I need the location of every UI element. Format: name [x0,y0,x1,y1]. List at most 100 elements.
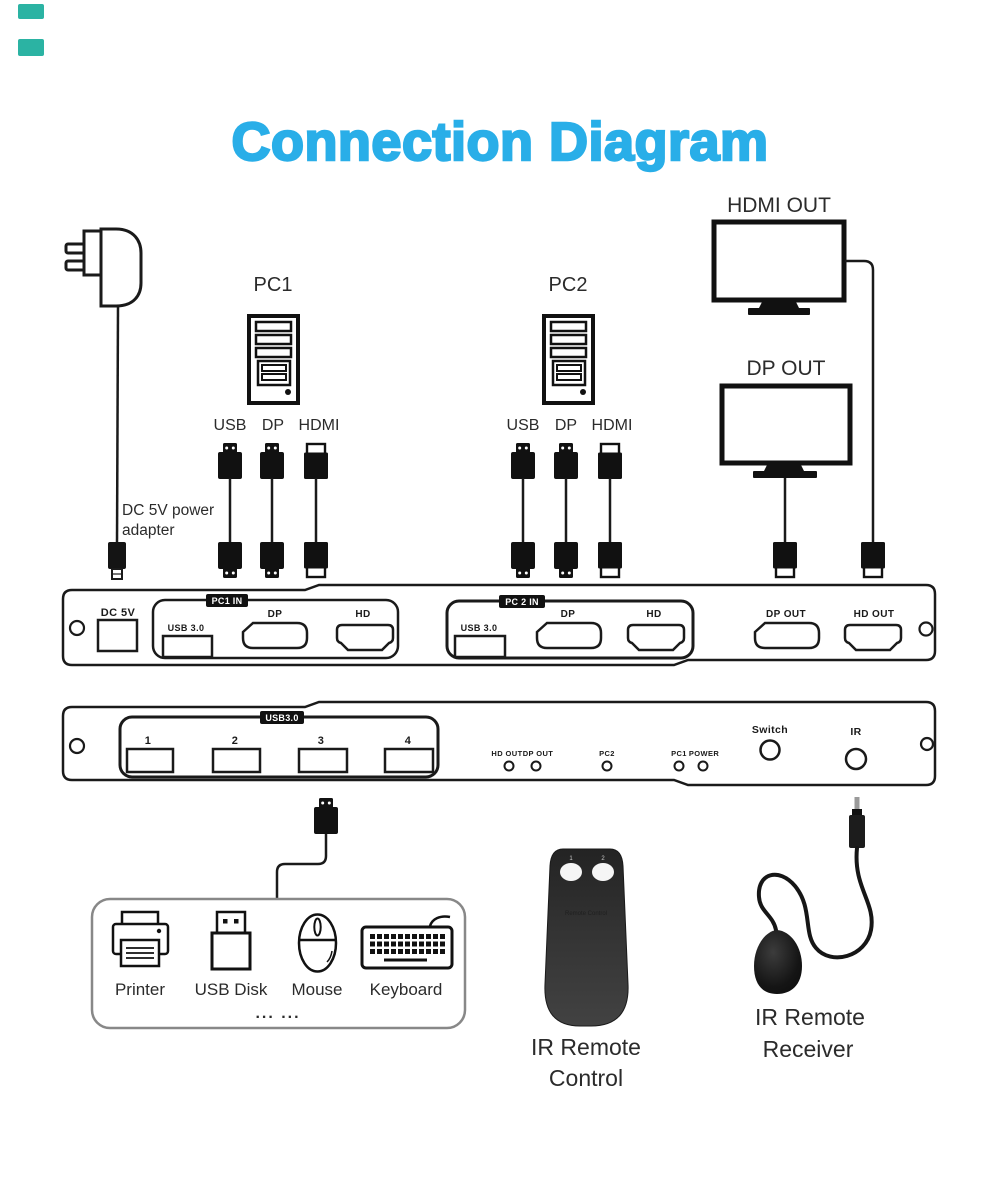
hdmi-out-label: HDMI OUT [727,194,831,217]
svg-text:Control: Control [549,1065,623,1091]
dp-out-label: DP OUT [747,357,826,380]
svg-text:HD: HD [646,609,661,620]
pc1-usb-cable-icon [218,443,242,578]
switch-label: Switch [752,724,788,736]
svg-text:HD OUT: HD OUT [491,749,522,758]
svg-text:1: 1 [569,856,573,862]
devices-usb-cable-icon [275,798,338,899]
usb-port-1 [125,747,175,774]
printer-icon [111,910,170,968]
svg-text:PC2: PC2 [599,749,615,758]
pc2-hdmi-cable-icon [598,444,622,577]
pc2-tower-icon [542,314,595,405]
keyboard-label: Keyboard [370,980,443,999]
svg-text:USB: USB [507,417,540,434]
mount-hole-icon [918,621,934,637]
pc2-dp-cable-icon [554,443,578,578]
svg-text:IR Remote: IR Remote [755,1004,865,1030]
remote-button-1 [560,863,582,881]
svg-text:DP: DP [262,417,284,434]
pc2-usb-port [453,634,507,659]
svg-text:USB: USB [214,417,247,434]
front-panel: USB3.0 1 2 3 4 HD OUT DP OUT PC2 PC1 POW… [61,700,937,787]
usb-port-2 [211,747,262,774]
svg-text:HDMI: HDMI [299,417,340,434]
svg-text:DP OUT: DP OUT [523,749,554,758]
svg-text:DP: DP [268,609,283,620]
pc1-hdmi-port [335,623,395,652]
pc1-usb-port [161,634,214,659]
svg-text:3: 3 [318,735,325,747]
pc2-hdmi-port [626,623,686,652]
usb-disk-label: USB Disk [195,980,268,999]
ir-remote-receiver-icon [754,797,874,994]
svg-text:DC 5V power: DC 5V power [122,502,214,519]
svg-text:DP: DP [561,609,576,620]
power-led-icon [697,760,709,772]
usb-port-3 [297,747,349,774]
svg-text:4: 4 [405,735,412,747]
pc2-dp-port [535,621,603,650]
pc1-in-tag: PC1 IN [212,596,243,606]
mount-hole-icon [68,737,86,755]
pc1-dp-cable-icon [260,443,284,578]
dc5v-label: DC 5V [101,607,136,619]
pc2-led-icon [601,760,613,772]
svg-text:HD: HD [355,609,370,620]
corner-marks [18,4,44,56]
ir-window-icon [844,747,868,771]
led-indicators: HD OUT DP OUT PC2 PC1 POWER [491,749,720,772]
pc1-led-icon [673,760,685,772]
hdmi-out-plug-icon [859,540,887,579]
pc1-tower-icon [247,314,300,405]
mount-hole-icon [68,619,86,637]
svg-text:adapter: adapter [122,522,175,539]
hdmi-monitor-icon [711,219,875,542]
dp-out-port [753,621,821,650]
svg-text:Receiver: Receiver [763,1036,854,1062]
usb-port-4 [383,747,435,774]
svg-text:2: 2 [232,735,239,747]
mouse-icon [297,913,338,973]
dp-monitor-icon [719,383,853,542]
svg-text:USB 3.0: USB 3.0 [461,623,498,633]
svg-text:2: 2 [601,856,605,862]
usb-disk-icon [210,910,252,971]
ir-remote-receiver-label: IR Remote Receiver [755,1004,865,1062]
pc1-dp-port [241,621,309,650]
pc2-label: PC2 [549,274,588,296]
svg-text:1: 1 [145,735,152,747]
more-devices-ellipsis: ... ... [255,1005,300,1022]
mouse-label: Mouse [291,980,342,999]
svg-text:IR Remote: IR Remote [531,1034,641,1060]
power-adapter-label: DC 5V power adapter [122,502,214,539]
pc1-in-group: PC1 IN USB 3.0 DP HD [151,594,400,660]
dp-out-plug-icon [771,540,799,579]
mount-hole-icon [919,736,935,752]
pc1-port-labels: USB DP HDMI [214,417,340,434]
remote-button-2 [592,863,614,881]
usb-devices-box: Printer USB Disk Mouse Keyboard [90,897,467,1030]
switch-button [759,739,781,761]
dp-out-led-icon [530,760,542,772]
front-usb-group: USB3.0 1 2 3 4 [118,711,440,779]
dc5v-port [96,618,139,653]
svg-text:USB 3.0: USB 3.0 [168,623,205,633]
hd-out-led-icon [503,760,515,772]
remote-brand-text: Remote Control [565,911,607,917]
pc2-port-labels: USB DP HDMI [507,417,633,434]
ir-label: IR [850,726,861,738]
svg-text:PC1: PC1 [671,749,687,758]
svg-text:POWER: POWER [689,749,720,758]
keyboard-icon [360,915,454,970]
ir-remote-control-icon: 1 2 Remote Control [544,848,629,1027]
rear-panel: DC 5V PC1 IN USB 3.0 DP HD PC 2 IN USB 3… [61,583,937,667]
pc2-in-tag: PC 2 IN [505,597,539,607]
rear-hd-out-label: HD OUT [854,609,895,620]
pc2-usb-cable-icon [511,443,535,578]
power-adapter-icon [64,227,143,580]
pc1-label: PC1 [254,274,293,296]
printer-label: Printer [115,980,165,999]
